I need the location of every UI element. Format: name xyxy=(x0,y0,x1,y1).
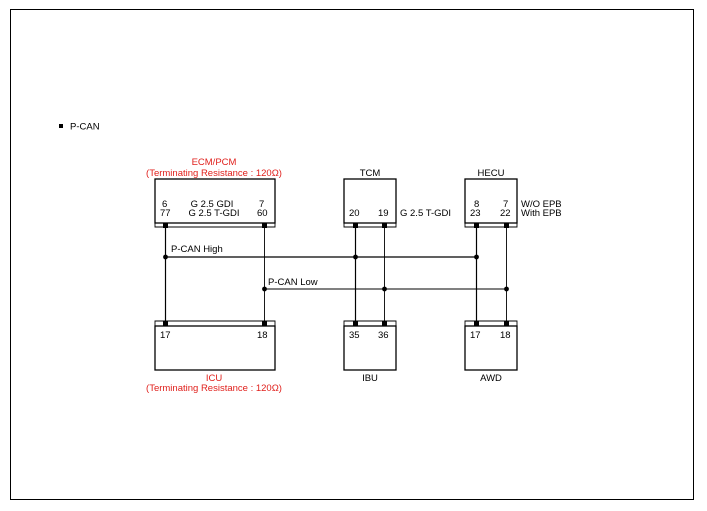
icu-box xyxy=(154,325,276,371)
icu-pin-a: 17 xyxy=(160,330,171,341)
ecm-pin-a1: 6 xyxy=(162,199,167,210)
ibu-connector xyxy=(343,320,397,326)
awd-box xyxy=(464,325,518,371)
splice-low-ecm xyxy=(262,286,267,292)
hecu-pin-low xyxy=(504,223,509,228)
ibu-pin-a: 35 xyxy=(349,330,360,341)
awd-pin-a: 17 xyxy=(470,330,481,341)
ecm-variant1: G 2.5 GDI xyxy=(191,199,234,210)
tcm-pin-low xyxy=(382,223,387,228)
icu-connector xyxy=(154,320,276,326)
awd-pin-b: 18 xyxy=(500,330,511,341)
tcm-pin-high xyxy=(353,223,358,228)
ecm-title: ECM/PCM xyxy=(192,157,237,168)
hecu-pin-b1: 7 xyxy=(503,199,508,210)
ibu-title: IBU xyxy=(362,373,378,384)
icu-pin-low xyxy=(262,321,267,326)
can-low-label: P-CAN Low xyxy=(268,277,318,288)
bullet-icon xyxy=(59,124,63,128)
ibu-pin-low xyxy=(382,321,387,326)
hecu-title: HECU xyxy=(478,168,505,179)
tcm-connector xyxy=(343,223,397,228)
splice-high-hecu xyxy=(474,254,479,260)
can-high-label: P-CAN High xyxy=(171,244,223,255)
ecm-connector xyxy=(154,223,276,228)
ecm-pin-a2: 77 xyxy=(160,208,171,219)
awd-title: AWD xyxy=(480,373,502,384)
hecu-box xyxy=(464,178,518,224)
icu-note: (Terminating Resistance : 120Ω) xyxy=(146,383,282,394)
hecu-pin-high xyxy=(474,223,479,228)
icu-pin-b: 18 xyxy=(257,330,268,341)
hecu-pin-a2: 23 xyxy=(470,208,481,219)
splice-low-hecu xyxy=(504,286,509,292)
ecm-pin-b1: 7 xyxy=(259,199,264,210)
ecm-pin-b2: 60 xyxy=(257,208,268,219)
tcm-pin-a: 20 xyxy=(349,208,360,219)
ecm-box xyxy=(154,178,276,224)
ecm-pin-low xyxy=(262,223,267,228)
hecu-pin-b2: 22 xyxy=(500,208,511,219)
section-title: P-CAN xyxy=(70,122,100,133)
awd-connector xyxy=(464,320,518,326)
tcm-box xyxy=(343,178,397,224)
splice-high-ecm xyxy=(163,254,168,260)
splice-high-tcm xyxy=(353,254,358,260)
tcm-variant: G 2.5 T-GDI xyxy=(400,208,451,219)
hecu-pin-a1: 8 xyxy=(474,199,479,210)
icu-pin-high xyxy=(163,321,168,326)
diagram-frame xyxy=(10,9,694,500)
ibu-pin-high xyxy=(353,321,358,326)
ecm-pin-high xyxy=(163,223,168,228)
ibu-box xyxy=(343,325,397,371)
hecu-variant2: With EPB xyxy=(521,208,562,219)
icu-title: ICU xyxy=(206,373,223,384)
splice-low-tcm xyxy=(382,286,387,292)
tcm-pin-b: 19 xyxy=(378,208,389,219)
ecm-variant2: G 2.5 T-GDI xyxy=(188,208,239,219)
hecu-variant1: W/O EPB xyxy=(521,199,562,210)
ibu-pin-b: 36 xyxy=(378,330,389,341)
ecm-note: (Terminating Resistance : 120Ω) xyxy=(146,168,282,179)
tcm-title: TCM xyxy=(360,168,381,179)
hecu-connector xyxy=(464,223,518,228)
awd-pin-low xyxy=(504,321,509,326)
awd-pin-high xyxy=(474,321,479,326)
